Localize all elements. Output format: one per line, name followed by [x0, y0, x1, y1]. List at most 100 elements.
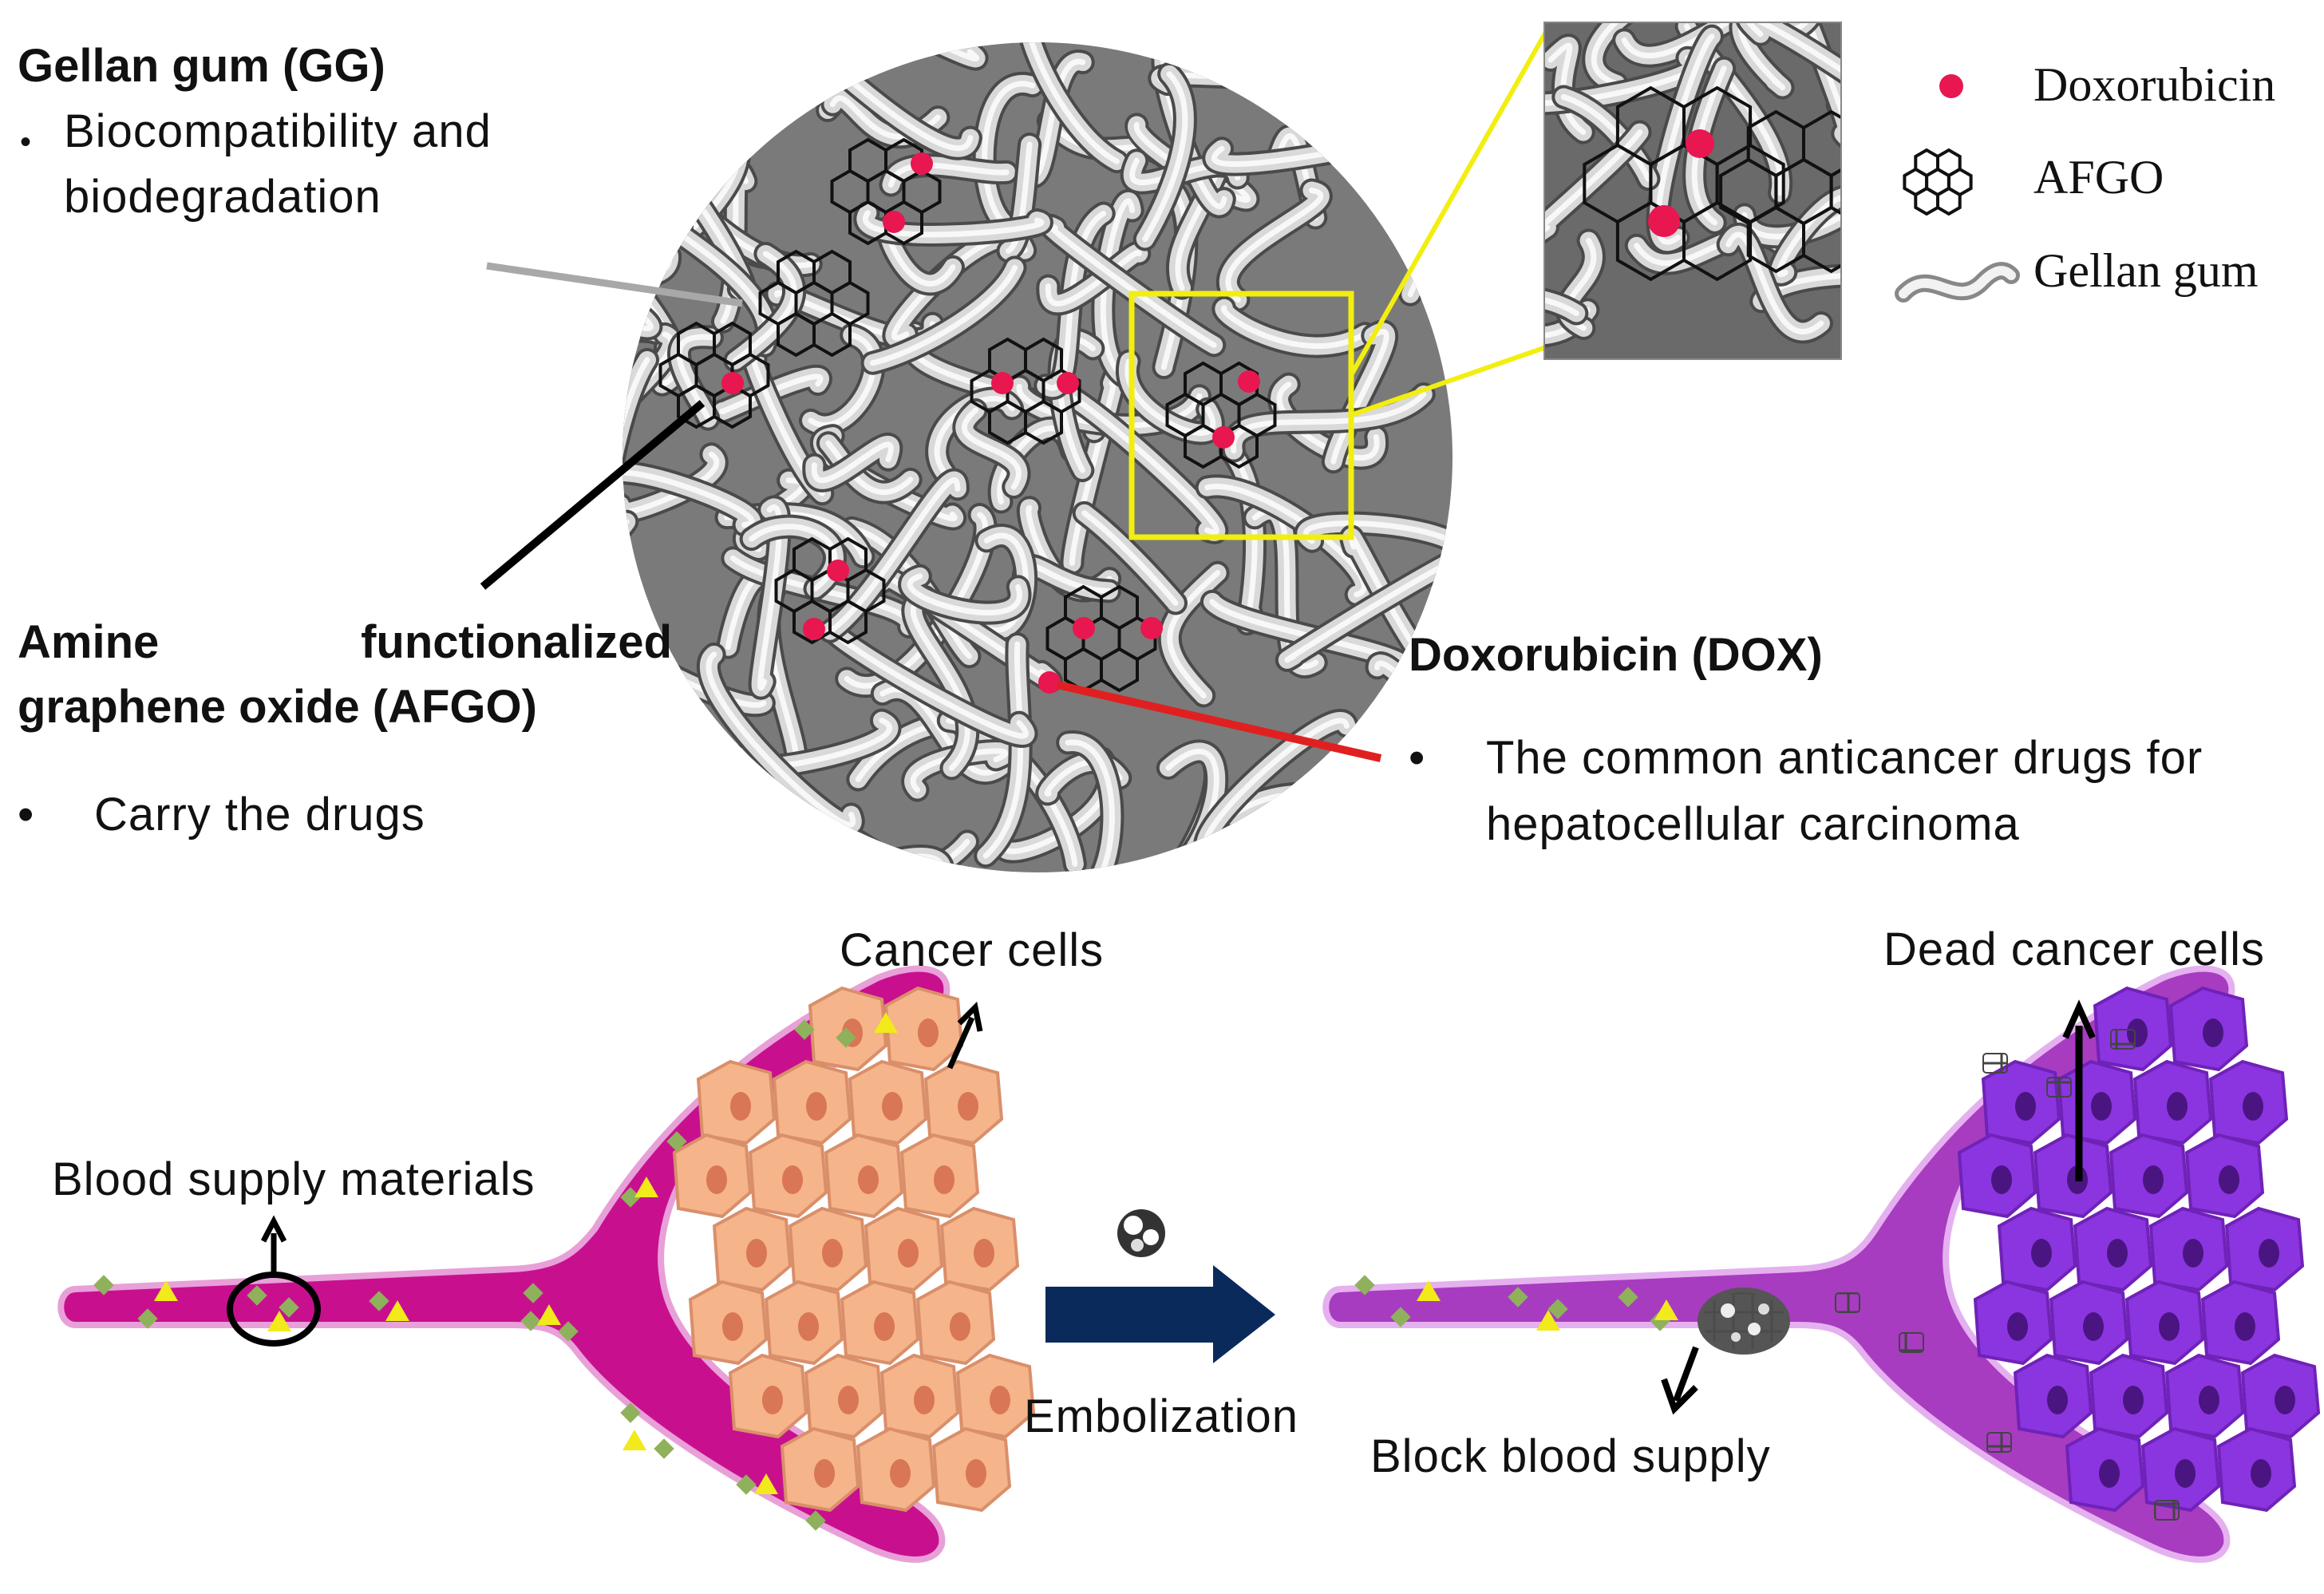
gellan-gum-fiber — [1192, 816, 1331, 872]
gg-desc-line1: Biocompatibility and — [64, 105, 492, 157]
cell-nucleus — [858, 1165, 879, 1194]
gellan-gum-fiber-highlight — [622, 256, 654, 331]
afgo-hexagon — [1184, 361, 1223, 407]
gellan-gum-fiber-highlight — [831, 630, 1029, 739]
cell-nucleus — [798, 1312, 819, 1341]
embolization-arrow-icon — [1045, 1265, 1275, 1363]
afgo-hexagon — [848, 200, 887, 246]
arrowhead-icon — [957, 1001, 983, 1032]
arrowhead-icon — [260, 1215, 287, 1243]
yellow-triangle-marker — [622, 1430, 646, 1450]
gellan-gum-fiber-highlight — [758, 42, 882, 52]
gellan-gum-fiber-shadow — [1413, 844, 1452, 872]
gellan-gum-fiber-highlight — [808, 332, 877, 429]
cell-nucleus — [958, 1092, 978, 1121]
cell-nucleus — [782, 1165, 803, 1194]
afgo-bullet: • — [18, 789, 35, 841]
afgo-hexagon — [1914, 148, 1939, 178]
gellan-gum-fiber-highlight — [1737, 22, 1785, 90]
yellow-triangle-marker — [1417, 1280, 1441, 1301]
cell-nucleus — [2259, 1239, 2279, 1268]
embolic-fragment — [1986, 1432, 2012, 1453]
gellan-gum-fiber-highlight — [732, 251, 797, 364]
cell-nucleus — [2243, 1092, 2263, 1121]
gellan-gum-fiber-shadow — [1312, 56, 1452, 120]
gellan-gum-fiber-highlight — [1655, 34, 1715, 245]
gellan-gum-fiber-highlight — [961, 407, 1022, 490]
gellan-gum-fiber-highlight — [825, 440, 914, 495]
gellan-gum-fiber — [1315, 59, 1452, 117]
afgo-title-word: Amine — [18, 616, 160, 668]
gellan-gum-fiber — [752, 42, 888, 58]
afgo-hexagon — [1936, 148, 1962, 178]
gellan-gum-fiber — [1828, 94, 1841, 122]
gellan-gum-fiber — [622, 42, 654, 188]
cell-nucleus — [1991, 1165, 2012, 1194]
afgo-title-line1: Amine functionalized — [18, 616, 672, 670]
yellow-triangle-marker — [385, 1300, 409, 1321]
gellan-gum-fiber-highlight — [1284, 547, 1452, 663]
cell-nucleus — [814, 1459, 835, 1488]
yellow-triangle-marker — [537, 1304, 561, 1325]
afgo-hexagon — [777, 249, 816, 295]
gellan-gum-fiber-highlight — [1423, 852, 1452, 872]
cell-nucleus — [2015, 1092, 2036, 1121]
gellan-gum-fiber — [647, 848, 773, 872]
gellan-gum-fiber-highlight — [1302, 520, 1452, 572]
cancer-cells-label: Cancer cells — [840, 924, 1105, 976]
cell-nucleus — [722, 1312, 743, 1341]
gg-title: Gellan gum (GG) — [18, 40, 385, 92]
cell-nucleus — [2047, 1386, 2068, 1414]
doxorubicin-dots — [721, 152, 1260, 694]
cell-nucleus — [934, 1165, 955, 1194]
gellan-gum-fiber — [1417, 847, 1452, 872]
gellan-gum-fiber — [698, 42, 745, 62]
gellan-gum-fiber-shadow — [810, 817, 866, 872]
cell-nucleus — [2235, 1312, 2255, 1341]
gellan-gum-fiber-highlight — [654, 854, 767, 872]
gellan-gum-fiber-highlight — [706, 651, 856, 828]
legend-gellan-gum-swatch — [1895, 262, 2020, 303]
cell-nucleus — [2007, 1312, 2028, 1341]
yellow-triangle-marker — [1654, 1299, 1678, 1320]
gellan-gum-fiber-highlight — [982, 81, 1036, 228]
cell-nucleus — [2123, 1386, 2144, 1414]
legend-afgo-label: AFGO — [2034, 151, 2164, 204]
afgo-hexagon — [792, 536, 832, 583]
cell-nucleus — [2083, 1312, 2104, 1341]
gellan-gum-fiber-shadow — [1825, 92, 1841, 127]
gellan-gum-fiber-shadow — [749, 42, 891, 61]
gellan-gum-fiber-highlight — [907, 573, 1022, 616]
afgo-hexagon — [1746, 109, 1805, 178]
gellan-gum-fiber-highlight — [622, 357, 650, 537]
gellan-gum-fiber-highlight — [1142, 71, 1188, 243]
gellan-gum-fiber-highlight — [827, 477, 961, 635]
gellan-gum-fiber-shadow — [786, 42, 989, 71]
legend-doxorubicin-swatch — [1939, 74, 1963, 98]
embolic-fragment — [2046, 1077, 2072, 1098]
afgo-pointer-line — [480, 400, 706, 590]
yellow-triangle-marker — [267, 1311, 291, 1331]
doxorubicin-dot — [1073, 617, 1095, 639]
afgo-title-line2: graphene oxide (AFGO) — [18, 681, 537, 733]
cell-nucleus — [2183, 1239, 2203, 1268]
cell-nucleus — [2099, 1459, 2120, 1488]
zoom-dox-dot — [1648, 205, 1680, 237]
cell-nucleus — [974, 1239, 994, 1268]
yellow-triangle-marker — [154, 1280, 178, 1301]
cell-nucleus — [2199, 1386, 2219, 1414]
gellan-gum-fiber-highlight — [1045, 250, 1142, 307]
gellan-gum-fiber-highlight — [703, 42, 740, 56]
embolic-fragment — [1982, 1053, 2008, 1074]
embolic-fragment — [1835, 1292, 1860, 1313]
dox-bullet: • — [1409, 732, 1426, 784]
blood-supply-materials-label: Blood supply materials — [52, 1153, 536, 1205]
gellan-gum-fiber-highlight — [1199, 821, 1326, 872]
gellan-gum-fiber-highlight — [622, 451, 720, 516]
yellow-triangle-marker — [634, 1177, 658, 1197]
cell-nucleus — [2175, 1459, 2196, 1488]
yellow-triangle-marker — [1536, 1310, 1560, 1331]
doxorubicin-dot — [1212, 426, 1235, 449]
doxorubicin-dot — [803, 618, 825, 640]
cell-nucleus — [762, 1386, 783, 1414]
